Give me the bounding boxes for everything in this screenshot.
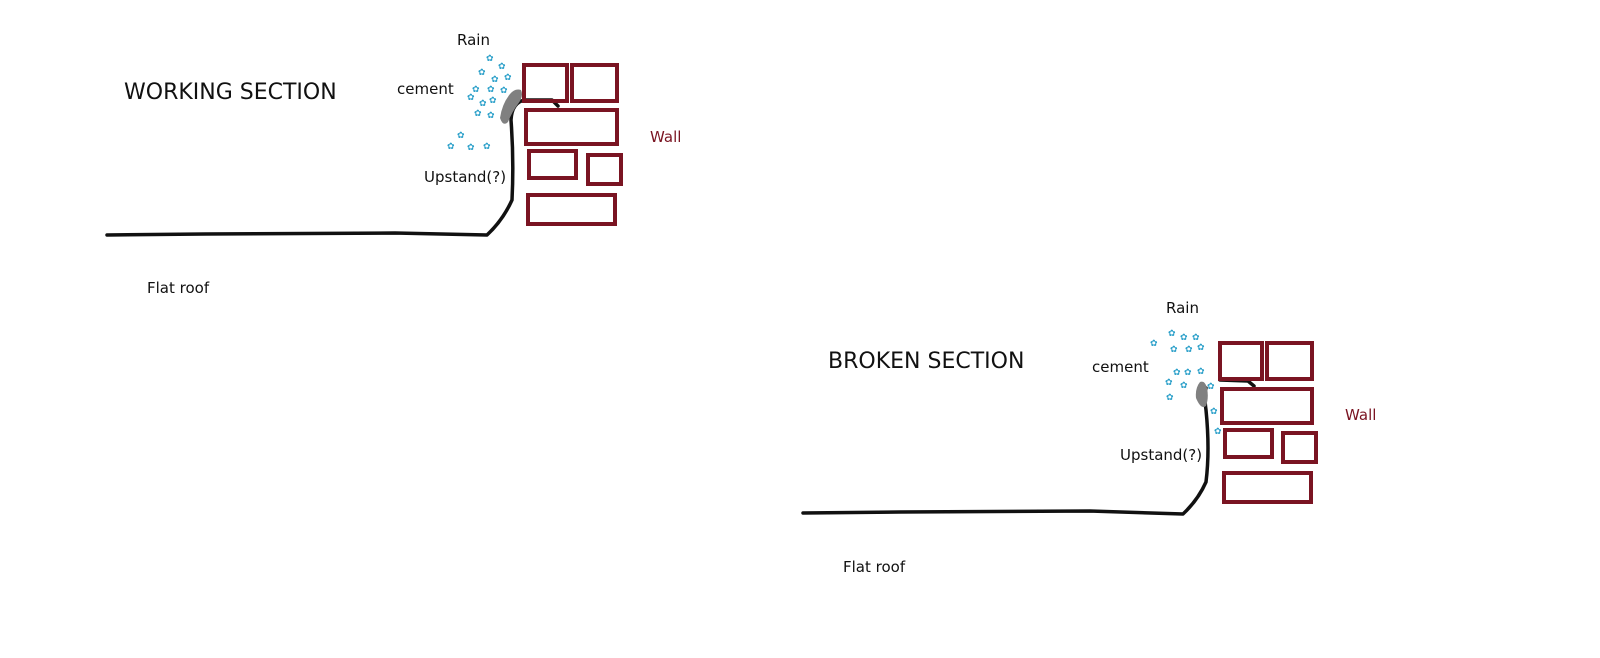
svg-text:✿: ✿ — [486, 54, 494, 64]
working-rain-label: Rain — [457, 31, 490, 49]
svg-text:✿: ✿ — [498, 62, 506, 72]
svg-text:✿: ✿ — [479, 99, 487, 109]
svg-text:✿: ✿ — [472, 85, 480, 95]
svg-text:✿: ✿ — [457, 131, 465, 141]
working-wall-label: Wall — [650, 128, 681, 146]
svg-text:✿: ✿ — [487, 85, 495, 95]
brick — [570, 63, 619, 103]
broken-upstand-label: Upstand(?) — [1120, 446, 1202, 464]
broken-rain-drops: ✿✿✿ ✿✿✿ ✿✿✿ ✿✿✿ ✿✿✿ ✿ — [1150, 329, 1222, 437]
brick — [527, 149, 578, 180]
svg-text:✿: ✿ — [447, 142, 455, 152]
svg-text:✿: ✿ — [1150, 339, 1158, 349]
working-wall-bricks — [522, 63, 623, 226]
broken-flat-roof-label: Flat roof — [843, 558, 906, 576]
brick — [1265, 341, 1314, 381]
svg-text:✿: ✿ — [467, 143, 475, 153]
brick — [524, 108, 619, 146]
broken-section: BROKEN SECTION ✿✿✿ ✿✿✿ ✿✿✿ ✿✿✿ ✿✿✿ ✿ Rai… — [801, 299, 1376, 576]
svg-text:✿: ✿ — [1180, 381, 1188, 391]
brick — [526, 193, 617, 226]
svg-text:✿: ✿ — [491, 75, 499, 85]
svg-text:✿: ✿ — [483, 142, 491, 152]
svg-text:✿: ✿ — [478, 68, 486, 78]
svg-text:✿: ✿ — [1180, 333, 1188, 343]
svg-text:✿: ✿ — [1214, 427, 1222, 437]
broken-wall-label: Wall — [1345, 406, 1376, 424]
svg-text:✿: ✿ — [487, 111, 495, 121]
brick — [522, 63, 569, 103]
svg-text:✿: ✿ — [1210, 407, 1218, 417]
svg-text:✿: ✿ — [1173, 368, 1181, 378]
svg-text:✿: ✿ — [1197, 343, 1205, 353]
brick — [1281, 431, 1318, 464]
brick — [586, 153, 623, 186]
svg-text:✿: ✿ — [1166, 393, 1174, 403]
working-rain-drops: ✿✿ ✿✿✿ ✿✿✿ ✿✿✿ ✿✿ ✿✿ ✿✿ — [447, 54, 512, 153]
svg-text:✿: ✿ — [467, 93, 475, 103]
broken-wall-bricks — [1218, 341, 1318, 504]
svg-text:✿: ✿ — [489, 96, 497, 106]
svg-text:✿: ✿ — [1184, 368, 1192, 378]
svg-text:✿: ✿ — [1165, 378, 1173, 388]
working-section-title: WORKING SECTION — [124, 80, 337, 105]
svg-text:✿: ✿ — [1185, 345, 1193, 355]
svg-text:✿: ✿ — [1207, 382, 1215, 392]
broken-rain-label: Rain — [1166, 299, 1199, 317]
broken-cement-label: cement — [1092, 358, 1149, 376]
working-section: WORKING SECTION ✿✿ ✿✿✿ ✿✿✿ ✿✿✿ ✿✿ ✿✿ ✿✿ … — [105, 31, 681, 297]
svg-text:✿: ✿ — [1168, 329, 1176, 339]
svg-text:✿: ✿ — [1170, 345, 1178, 355]
working-flat-roof-label: Flat roof — [147, 279, 210, 297]
working-upstand-label: Upstand(?) — [424, 168, 506, 186]
working-cement-blob — [500, 89, 522, 124]
working-cement-label: cement — [397, 80, 454, 98]
svg-text:✿: ✿ — [504, 73, 512, 83]
svg-text:✿: ✿ — [1192, 333, 1200, 343]
broken-section-title: BROKEN SECTION — [828, 349, 1024, 374]
svg-text:✿: ✿ — [500, 86, 508, 96]
brick — [1222, 471, 1313, 504]
brick — [1218, 341, 1264, 381]
broken-cement-blob — [1195, 381, 1208, 407]
svg-text:✿: ✿ — [474, 109, 482, 119]
brick — [1223, 428, 1274, 459]
svg-text:✿: ✿ — [1197, 367, 1205, 377]
brick — [1220, 387, 1314, 425]
